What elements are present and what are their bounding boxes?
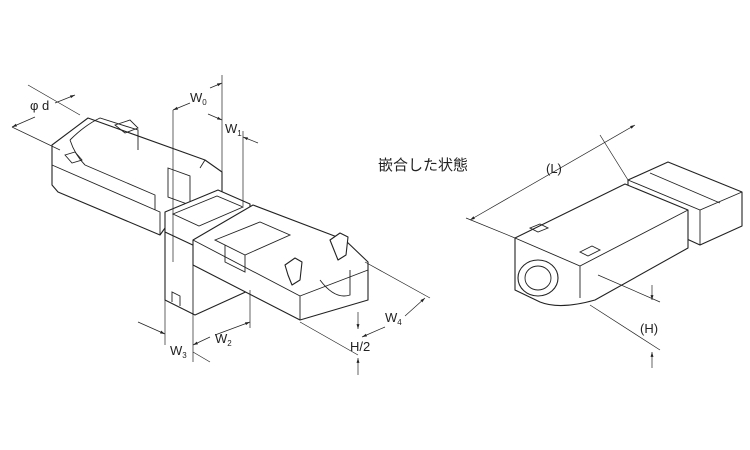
dimension-lines-open bbox=[11, 75, 431, 375]
label-h-half: H/2 bbox=[350, 339, 370, 354]
mated-connector bbox=[514, 161, 743, 307]
open-connector-right-half bbox=[192, 204, 369, 321]
label-length: (L) bbox=[546, 161, 562, 176]
dimension-lines-mated bbox=[465, 124, 661, 368]
label-height: (H) bbox=[640, 321, 658, 336]
label-phi-d: φ d bbox=[30, 98, 49, 113]
label-w3: W3 bbox=[170, 343, 187, 360]
dimension-labels-open: φ d W0 W1 W2 W3 W4 H/2 bbox=[30, 90, 402, 360]
mated-state-title: 嵌合した状態 bbox=[378, 157, 468, 174]
label-w4: W4 bbox=[385, 310, 402, 327]
label-w0: W0 bbox=[190, 90, 207, 107]
label-w2: W2 bbox=[215, 331, 232, 348]
label-w1: W1 bbox=[225, 121, 242, 138]
cable-hole bbox=[517, 259, 559, 297]
